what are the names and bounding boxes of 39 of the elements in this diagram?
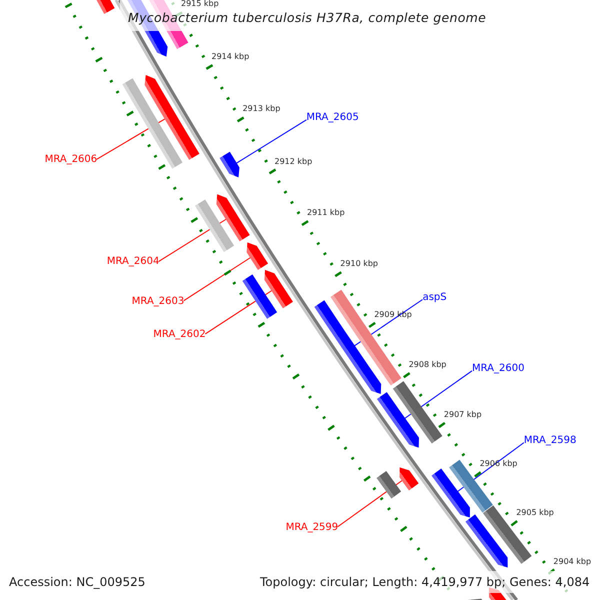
scale-label: 2908 kbp <box>408 361 446 370</box>
gene-label: MRA_2599 <box>286 522 338 533</box>
scale-label: 2910 kbp <box>340 260 378 268</box>
scale-label: 2915 kbp <box>181 0 219 8</box>
pointed-gene-bar <box>465 514 508 568</box>
gene-label: aspS <box>422 292 447 302</box>
gene-label: MRA_2606 <box>44 155 98 166</box>
pointed-gene-bar <box>96 0 115 14</box>
pointed-gene-bar <box>144 74 200 160</box>
pointed-gene-bar <box>216 194 250 242</box>
gene-label: MRA_2603 <box>132 296 184 307</box>
gene-label: MRA_2598 <box>524 436 576 446</box>
gene-bar <box>376 470 402 499</box>
scale-label: 2905 kbp <box>516 509 554 518</box>
scale-label: 2912 kbp <box>274 158 312 166</box>
gene-label: MRA_2602 <box>153 330 206 340</box>
pointed-gene-bar <box>432 468 470 518</box>
scale-label: 2914 kbp <box>212 53 250 61</box>
leader-line <box>158 218 227 262</box>
leader-line <box>236 119 307 164</box>
gene-label: MRA_2605 <box>306 112 359 123</box>
pointed-gene-bar <box>246 242 268 270</box>
pointed-gene-bar <box>376 392 419 448</box>
scale-label: 2911 kbp <box>307 209 345 217</box>
gene-bar <box>122 78 183 169</box>
scale-label: 2904 kbp <box>553 558 592 566</box>
pointed-gene-bar <box>264 270 293 308</box>
map-title: Mycobacterium tuberculosis H37Ra, complete genome <box>128 12 486 24</box>
gene-label: MRA_2600 <box>472 364 524 374</box>
gene-bar <box>242 274 278 319</box>
pointed-gene-bar <box>400 467 419 490</box>
gene-bar <box>392 381 442 444</box>
genome-stats-label: Topology: circular; Length: 4,419,977 bp; Genes: 4,084 <box>260 576 590 588</box>
pointed-gene-bar <box>220 152 240 178</box>
accession-label: Accession: NC_009525 <box>9 576 146 588</box>
scale-label: 2913 kbp <box>242 105 280 114</box>
gene-bar <box>194 199 234 252</box>
leader-line <box>183 256 252 302</box>
gene-label: MRA_2604 <box>106 257 160 268</box>
